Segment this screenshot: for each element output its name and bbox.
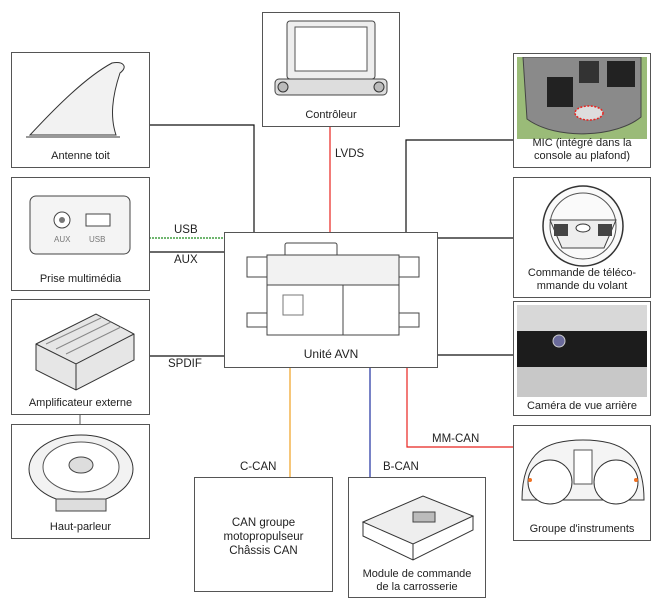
- instrument-cluster-image: [521, 439, 645, 505]
- cluster-box: Groupe d'instruments: [513, 425, 651, 541]
- external-amp-label: Amplificateur externe: [28, 397, 133, 409]
- controller-box: Contrôleur: [262, 12, 400, 127]
- steering-remote-box: Commande de téléco-mmande du volant: [513, 177, 651, 298]
- cluster-label: Groupe d'instruments: [529, 523, 635, 535]
- controller-image: [274, 20, 388, 96]
- speaker-label: Haut-parleur: [49, 521, 112, 533]
- mm-can-label: MM-CAN: [432, 433, 480, 445]
- controller-label: Contrôleur: [305, 109, 357, 121]
- aux-label: AUX: [174, 254, 198, 266]
- multimedia-jack-box: AUX USB Prise multimédia: [11, 177, 150, 291]
- wire-mm-can: [406, 367, 513, 448]
- wire-mic: [405, 139, 513, 232]
- usb-label: USB: [174, 224, 198, 236]
- speaker-image: [28, 434, 134, 512]
- spdif-label: SPDIF: [168, 358, 202, 370]
- rear-camera-label: Caméra de vue arrière: [526, 400, 638, 412]
- body-control-module-image: [361, 495, 475, 561]
- avn-unit-box: Unité AVN: [224, 232, 438, 368]
- amplifier-image: [35, 313, 135, 391]
- avn-unit-image: [246, 242, 420, 336]
- usb-port-label: USB: [89, 235, 105, 244]
- b-can-label: B-CAN: [383, 461, 419, 473]
- avn-unit-label: Unité AVN: [303, 347, 359, 361]
- wire-antenna: [149, 124, 255, 232]
- lvds-label: LVDS: [335, 148, 365, 160]
- roof-antenna-label: Antenne toit: [51, 150, 110, 162]
- shark-fin-antenna-image: [26, 62, 125, 138]
- rear-camera-image: [517, 305, 647, 397]
- rear-camera-box: Caméra de vue arrière: [513, 301, 651, 416]
- aux-port-label: AUX: [54, 235, 71, 244]
- steering-remote-label: Commande de téléco-mmande du volant: [527, 267, 637, 292]
- mic-image: [517, 57, 647, 139]
- roof-antenna-box: Antenne toit: [11, 52, 150, 168]
- multimedia-jack-image: AUX USB: [29, 195, 131, 255]
- external-amp-box: Amplificateur externe: [11, 299, 150, 415]
- multimedia-jack-label: Prise multimédia: [39, 273, 122, 285]
- c-can-label: C-CAN: [240, 461, 277, 473]
- speaker-box: Haut-parleur: [11, 424, 150, 539]
- steering-wheel-image: [542, 185, 624, 267]
